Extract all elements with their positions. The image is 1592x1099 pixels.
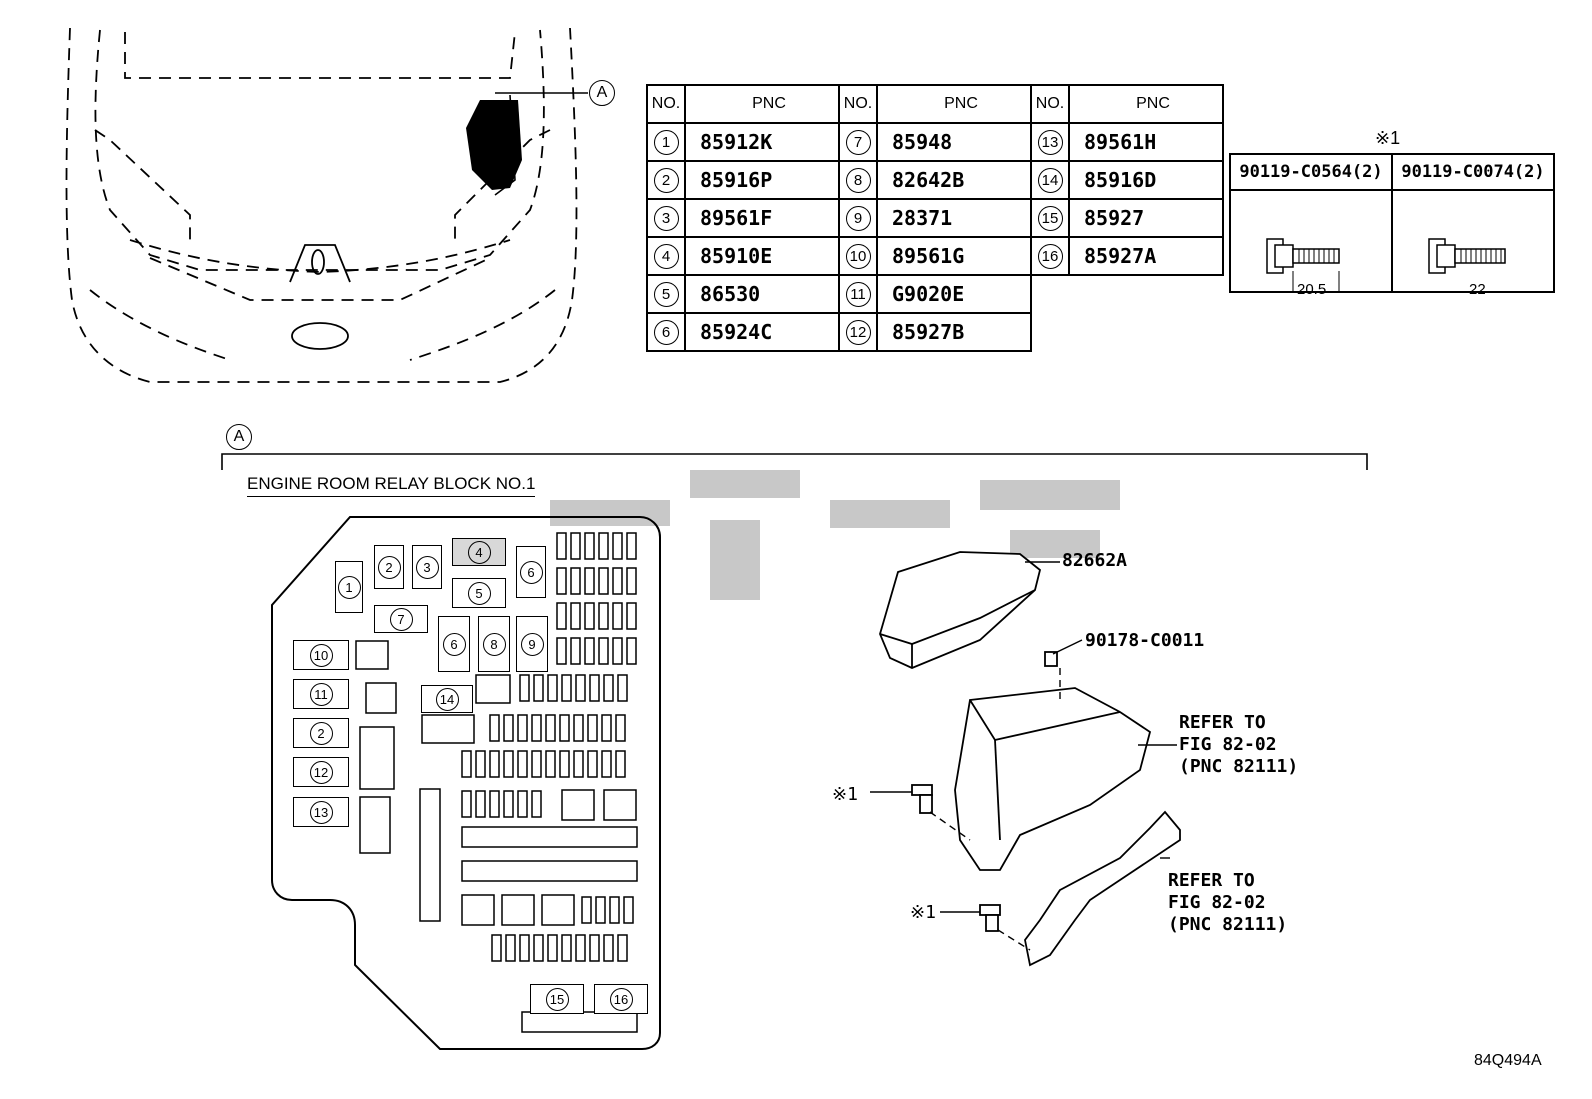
item-pnc: 85912K <box>684 122 840 162</box>
relay-11: 11 <box>293 679 349 709</box>
relay-9: 9 <box>516 616 548 672</box>
relay-5: 5 <box>452 578 506 608</box>
refer-2-line-3: (PNC 82111) <box>1168 914 1288 935</box>
relay-10: 10 <box>293 640 349 670</box>
bolt-marker-1: ※1 <box>832 784 858 805</box>
refer-1-line-2: FIG 82-02 <box>1179 734 1277 755</box>
relay-2-lower: 2 <box>293 718 349 748</box>
item-no: 9 <box>845 205 871 231</box>
item-no: 8 <box>845 167 871 193</box>
bolt-icon <box>1266 238 1340 291</box>
relay-block-outline <box>271 516 661 1050</box>
item-pnc: 89561G <box>876 236 1032 276</box>
item-no: 4 <box>653 243 679 269</box>
refer-2-line-2: FIG 82-02 <box>1168 892 1266 913</box>
item-pnc: 85927A <box>1068 236 1224 276</box>
relay-8: 8 <box>478 616 510 672</box>
bolt-table-marker: ※1 <box>1375 128 1401 148</box>
relay-4: 4 <box>452 538 506 566</box>
callout-a-top: A <box>589 80 615 106</box>
cover-part-label: 82662A <box>1062 550 1128 571</box>
callout-a-detail: A <box>226 424 252 450</box>
relay-2: 2 <box>374 545 404 589</box>
pnc-table: NO. PNC NO. PNC NO. PNC 1 85912K 7 85948… <box>646 84 1224 352</box>
item-pnc: 28371 <box>876 198 1032 238</box>
relay-6-bottom: 6 <box>438 616 470 672</box>
detail-title: ENGINE ROOM RELAY BLOCK NO.1 <box>247 474 536 497</box>
bolt-part-1: 90119-C0564(2) <box>1229 153 1393 191</box>
header-no-1: NO. <box>646 84 686 124</box>
item-no: 16 <box>1037 243 1063 269</box>
item-no: 12 <box>845 319 871 345</box>
relay-16: 16 <box>594 984 648 1014</box>
bolt-marker-2: ※1 <box>910 902 936 923</box>
refer-1-line-1: REFER TO <box>1179 712 1266 733</box>
item-no: 3 <box>653 205 679 231</box>
item-no: 5 <box>653 281 679 307</box>
bolt-table: 90119-C0564(2) 90119-C0074(2) 20.5 <box>1229 153 1555 298</box>
item-no: 7 <box>845 129 871 155</box>
item-pnc: 85927B <box>876 312 1032 352</box>
bolt-icon <box>1428 238 1506 274</box>
header-pnc-1: PNC <box>684 84 840 124</box>
item-no: 11 <box>845 281 871 307</box>
item-pnc: 85916P <box>684 160 840 200</box>
watermark-logo <box>550 470 1120 600</box>
item-no: 6 <box>653 319 679 345</box>
header-no-2: NO. <box>838 84 878 124</box>
nut-part-label: 90178-C0011 <box>1085 630 1205 651</box>
bolt-length-2: 22 <box>1469 281 1486 298</box>
item-pnc: 85910E <box>684 236 840 276</box>
bolt-part-2: 90119-C0074(2) <box>1391 153 1555 191</box>
item-no: 13 <box>1037 129 1063 155</box>
relay-1: 1 <box>335 561 363 613</box>
item-pnc: 86530 <box>684 274 840 314</box>
item-pnc: 89561F <box>684 198 840 238</box>
car-front-view <box>65 27 588 383</box>
item-pnc: G9020E <box>876 274 1032 314</box>
refer-1-line-3: (PNC 82111) <box>1179 756 1299 777</box>
relay-6-top: 6 <box>516 546 546 598</box>
item-pnc: 89561H <box>1068 122 1224 162</box>
relay-7: 7 <box>374 605 428 633</box>
refer-2-line-1: REFER TO <box>1168 870 1255 891</box>
exploded-assembly <box>870 551 1181 967</box>
item-no: 10 <box>845 243 871 269</box>
fuse-slots <box>355 532 638 1033</box>
header-pnc-3: PNC <box>1068 84 1224 124</box>
relay-14: 14 <box>421 685 473 713</box>
relay-3: 3 <box>412 545 442 589</box>
relay-15: 15 <box>530 984 584 1014</box>
item-pnc: 85924C <box>684 312 840 352</box>
relay-12: 12 <box>293 757 349 787</box>
item-no: 1 <box>653 129 679 155</box>
detail-bracket <box>221 453 1368 470</box>
header-no-3: NO. <box>1030 84 1070 124</box>
item-pnc: 85948 <box>876 122 1032 162</box>
item-no: 14 <box>1037 167 1063 193</box>
bolt-length-1: 20.5 <box>1297 281 1327 298</box>
header-pnc-2: PNC <box>876 84 1032 124</box>
figure-code: 84Q494A <box>1474 1052 1542 1069</box>
item-pnc: 85916D <box>1068 160 1224 200</box>
item-pnc: 85927 <box>1068 198 1224 238</box>
item-no: 2 <box>653 167 679 193</box>
item-pnc: 82642B <box>876 160 1032 200</box>
item-no: 15 <box>1037 205 1063 231</box>
relay-13: 13 <box>293 797 349 827</box>
